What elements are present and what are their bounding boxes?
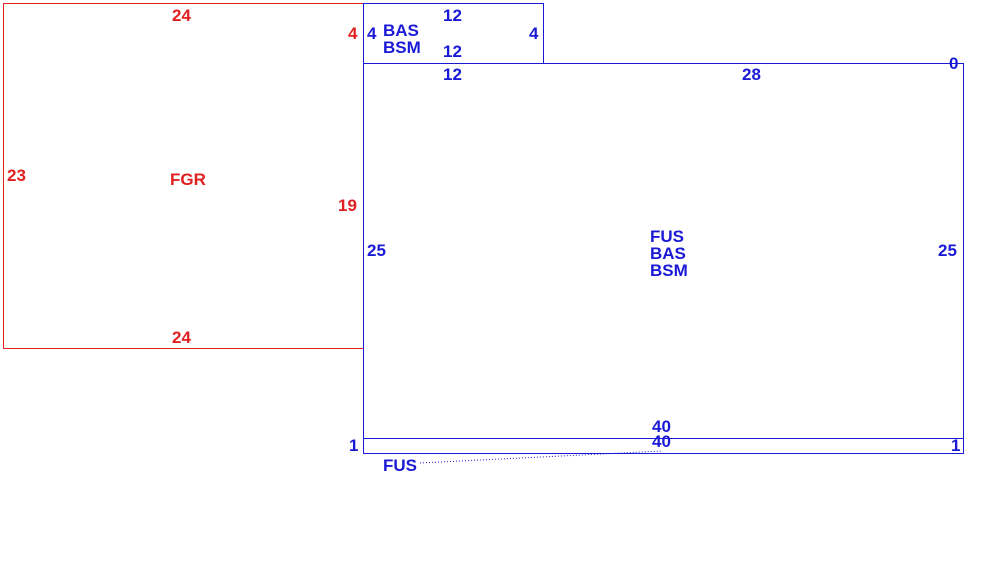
strip-bottom-outline <box>363 438 964 454</box>
bas-small-name-1: BAS <box>383 21 419 40</box>
strip-dim-top: 40 <box>652 432 671 451</box>
fgr-room-name: FGR <box>170 170 206 189</box>
fgr-dim-bottom: 24 <box>172 328 191 347</box>
main-dim-top-mid: 28 <box>742 65 761 84</box>
bas-small-dim-right: 4 <box>529 24 539 43</box>
bas-small-name-2: BSM <box>383 38 421 57</box>
strip-dim-left: 1 <box>349 436 359 455</box>
bas-small-room-names: BAS BSM <box>383 22 421 56</box>
strip-room-name: FUS <box>383 456 417 475</box>
bas-small-dim-top: 12 <box>443 6 462 25</box>
fgr-dim-top: 24 <box>172 6 191 25</box>
main-name-1: FUS <box>650 227 684 246</box>
main-dim-top-right: 0 <box>949 54 959 73</box>
fgr-dim-right: 19 <box>338 196 357 215</box>
main-name-3: BSM <box>650 261 688 280</box>
main-room-names: FUS BAS BSM <box>650 228 688 279</box>
leader-dotted-line <box>419 450 663 464</box>
strip-dim-right: 1 <box>951 436 961 455</box>
fgr-dim-left: 23 <box>7 166 26 185</box>
fgr-dim-corner: 4 <box>348 24 358 43</box>
main-dim-bottom: 40 <box>652 417 671 436</box>
main-dim-right: 25 <box>938 241 957 260</box>
main-name-2: BAS <box>650 244 686 263</box>
main-dim-top: 12 <box>443 65 462 84</box>
main-dim-left: 25 <box>367 241 386 260</box>
bas-small-dim-inner-top: 12 <box>443 42 462 61</box>
bas-small-dim-left: 4 <box>367 24 377 43</box>
